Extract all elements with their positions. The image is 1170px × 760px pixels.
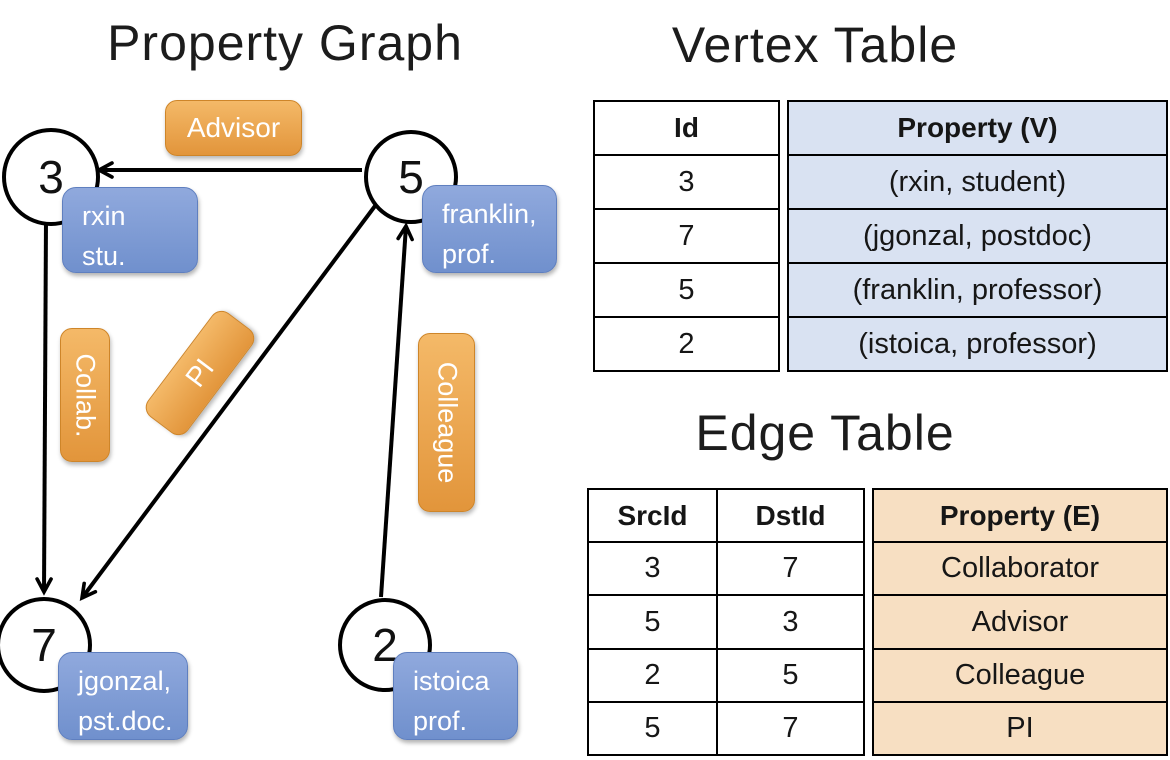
node-id: 5 — [398, 151, 424, 203]
vertex-table-id-column: Id 3 7 5 2 — [593, 100, 780, 372]
table-row: 5 7 — [589, 700, 863, 755]
table-cell: 5 — [782, 658, 799, 691]
edge-label-advisor: Advisor — [165, 100, 302, 156]
edge-collab-arrow — [35, 218, 53, 596]
edge-table-property-column: Property (E) Collaborator Advisor Collea… — [872, 488, 1168, 756]
vertex-table-header-property: Property (V) — [897, 112, 1058, 143]
table-cell: 3 — [589, 543, 718, 595]
node-property-line: jgonzal, — [78, 666, 172, 696]
node-property-line: pst.doc. — [78, 706, 173, 736]
vertex-table-header-id: Id — [674, 112, 699, 143]
edge-table-header-srcid: SrcId — [589, 490, 718, 542]
table-row: SrcId DstId — [589, 490, 863, 542]
table-cell: 2 — [589, 649, 718, 701]
graph-edges-svg — [35, 161, 414, 602]
edge-colleague-arrow — [379, 222, 414, 598]
table-cell: (jgonzal, postdoc) — [789, 208, 1166, 262]
node-id: 3 — [38, 151, 64, 203]
table-cell: 7 — [595, 208, 778, 262]
table-cell: Collaborator — [874, 541, 1166, 594]
node-property-line: stu. — [82, 241, 126, 271]
node-property-line: istoica — [413, 666, 490, 696]
edge-table-header-dstid: DstId — [755, 499, 826, 531]
vertex-table-property-column: Property (V) (rxin, student) (jgonzal, p… — [787, 100, 1168, 372]
node-property-line: prof. — [442, 239, 497, 269]
table-row: 3 7 — [589, 541, 863, 595]
node-properties-3: rxin stu. — [62, 187, 198, 273]
table-cell: 7 — [782, 711, 799, 744]
table-cell: 2 — [595, 316, 778, 370]
table-cell: 3 — [782, 605, 799, 638]
node-properties-2: istoica prof. — [393, 652, 518, 740]
vertex-table-title: Vertex Table — [671, 17, 959, 73]
node-property-line: rxin — [82, 201, 126, 231]
node-id: 7 — [31, 619, 57, 671]
table-cell: PI — [874, 700, 1166, 754]
property-graph-title: Property Graph — [107, 15, 463, 71]
node-properties-5: franklin, prof. — [422, 185, 557, 273]
table-cell: 5 — [595, 262, 778, 316]
table-row: 5 3 — [589, 594, 863, 648]
edge-label-text: Advisor — [186, 112, 281, 143]
table-cell: 5 — [589, 596, 718, 648]
edge-table-header-property: Property (E) — [939, 499, 1101, 531]
node-properties-7: jgonzal, pst.doc. — [58, 652, 188, 740]
node-property-line: prof. — [413, 706, 468, 736]
edge-label-colleague: Colleague — [418, 333, 475, 512]
edge-pi-arrow — [79, 204, 377, 602]
edge-table-title: Edge Table — [695, 405, 955, 461]
edge-label-text: Collab. — [70, 352, 101, 438]
property-graph-panel: Property Graph 3 5 7 2 rxin stu. frankli… — [0, 0, 570, 760]
edge-label-text: PI — [179, 352, 220, 393]
edge-table-id-columns: SrcId DstId 3 7 5 3 2 5 5 7 — [587, 488, 865, 756]
edge-label-text: Colleague — [432, 361, 462, 484]
edge-label-collab: Collab. — [60, 328, 110, 462]
table-cell: (franklin, professor) — [789, 262, 1166, 316]
graph-node-5: 5 — [364, 130, 458, 224]
table-cell: (rxin, student) — [789, 154, 1166, 208]
table-cell: Advisor — [874, 594, 1166, 647]
table-cell: 5 — [589, 702, 718, 755]
table-cell: 7 — [782, 552, 799, 585]
table-cell: Colleague — [874, 647, 1166, 701]
table-cell: 3 — [595, 154, 778, 208]
node-property-line: franklin, — [442, 199, 537, 229]
table-row: 2 5 — [589, 647, 863, 701]
table-cell: (istoica, professor) — [789, 316, 1166, 370]
